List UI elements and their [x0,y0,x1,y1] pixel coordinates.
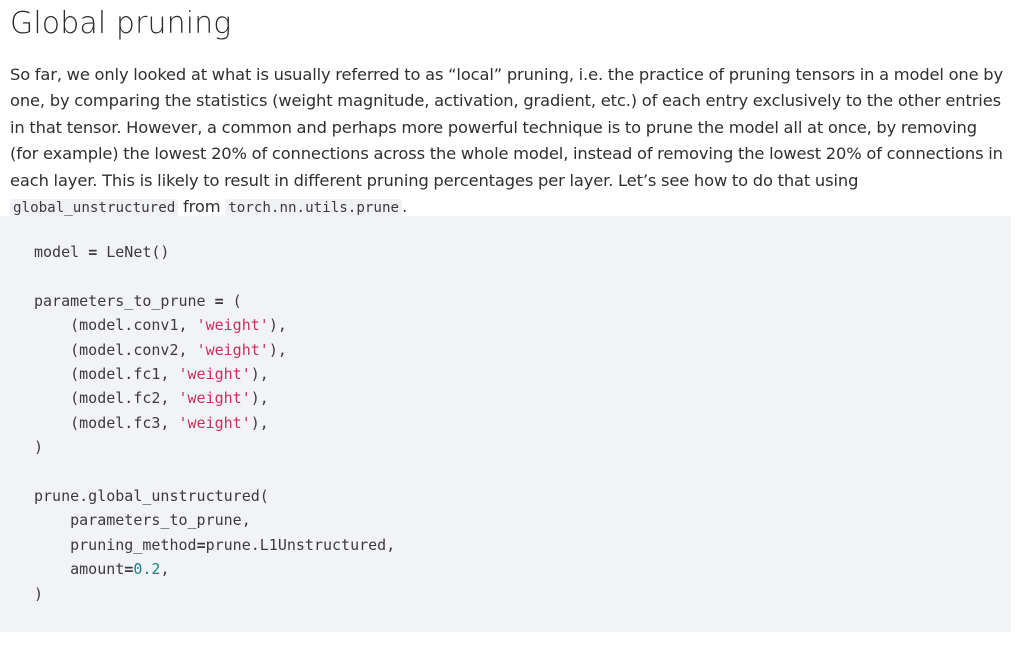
code-token-str: 'weight' [178,413,251,432]
code-token-plain: ), [250,413,269,432]
page-title: Global pruning [10,6,232,41]
code-token-plain: ), [250,389,269,408]
code-token-op: = [196,535,206,554]
code-token-plain: ), [250,365,269,384]
code-token-plain: ) [34,584,44,603]
code-line: ) [34,585,43,603]
code-token-plain: (model.conv2, [34,340,197,359]
code-token-plain: ( [223,291,242,310]
code-token-str: 'weight' [178,389,251,408]
code-line: pruning_method=prune.L1Unstructured, [34,536,395,554]
code-line: (model.conv2, 'weight'), [34,341,287,359]
code-token-plain: parameters_to_prune [34,291,215,310]
code-token-op: = [124,560,134,579]
paragraph-text-part-1: So far, we only looked at what is usuall… [10,65,1004,190]
code-token-plain: (model.fc2, [34,389,179,408]
code-token-plain: pruning_method [34,535,197,554]
code-line: parameters_to_prune, [34,511,251,529]
code-token-plain: amount [34,560,125,579]
code-token-plain: (model.fc3, [34,413,179,432]
code-token-plain: , [160,560,170,579]
code-token-plain: prune.L1Unstructured, [205,535,396,554]
code-line: amount=0.2, [34,560,169,578]
code-block-content: model = LeNet() parameters_to_prune = ( … [0,240,1011,606]
code-line: ) [34,438,43,456]
code-token-str: 'weight' [178,365,251,384]
code-line: (model.fc1, 'weight'), [34,365,269,383]
code-line: parameters_to_prune = ( [34,292,242,310]
code-block-global-pruning[interactable]: model = LeNet() parameters_to_prune = ( … [0,216,1011,632]
code-token-plain: prune.global_unstructured( [34,487,269,506]
paragraph-text-part-2: from [178,197,226,217]
code-line: (model.fc3, 'weight'), [34,414,269,432]
code-token-plain: ), [268,340,287,359]
code-token-plain: (model.fc1, [34,365,179,384]
code-token-plain: LeNet() [97,243,170,261]
code-token-plain: model [34,243,89,261]
inline-code-global-unstructured: global_unstructured [10,199,179,218]
code-line: (model.fc2, 'weight'), [34,389,269,407]
code-token-plain: parameters_to_prune, [34,511,251,530]
paragraph-text-part-3: . [402,197,408,217]
inline-code-torch-nn-utils-prune: torch.nn.utils.prune [225,199,403,218]
code-token-plain: (model.conv1, [34,316,197,335]
code-line: model = LeNet() [34,243,169,261]
code-token-plain: ) [34,438,44,457]
code-token-str: 'weight' [196,316,269,335]
code-line: prune.global_unstructured( [34,487,269,505]
code-line: (model.conv1, 'weight'), [34,316,287,334]
code-token-str: 'weight' [196,340,269,359]
code-token-op: = [214,291,224,310]
code-token-plain: ), [268,316,287,335]
code-token-op: = [88,243,98,261]
code-token-num: 0.2 [133,560,161,579]
intro-paragraph: So far, we only looked at what is usuall… [0,62,1014,221]
